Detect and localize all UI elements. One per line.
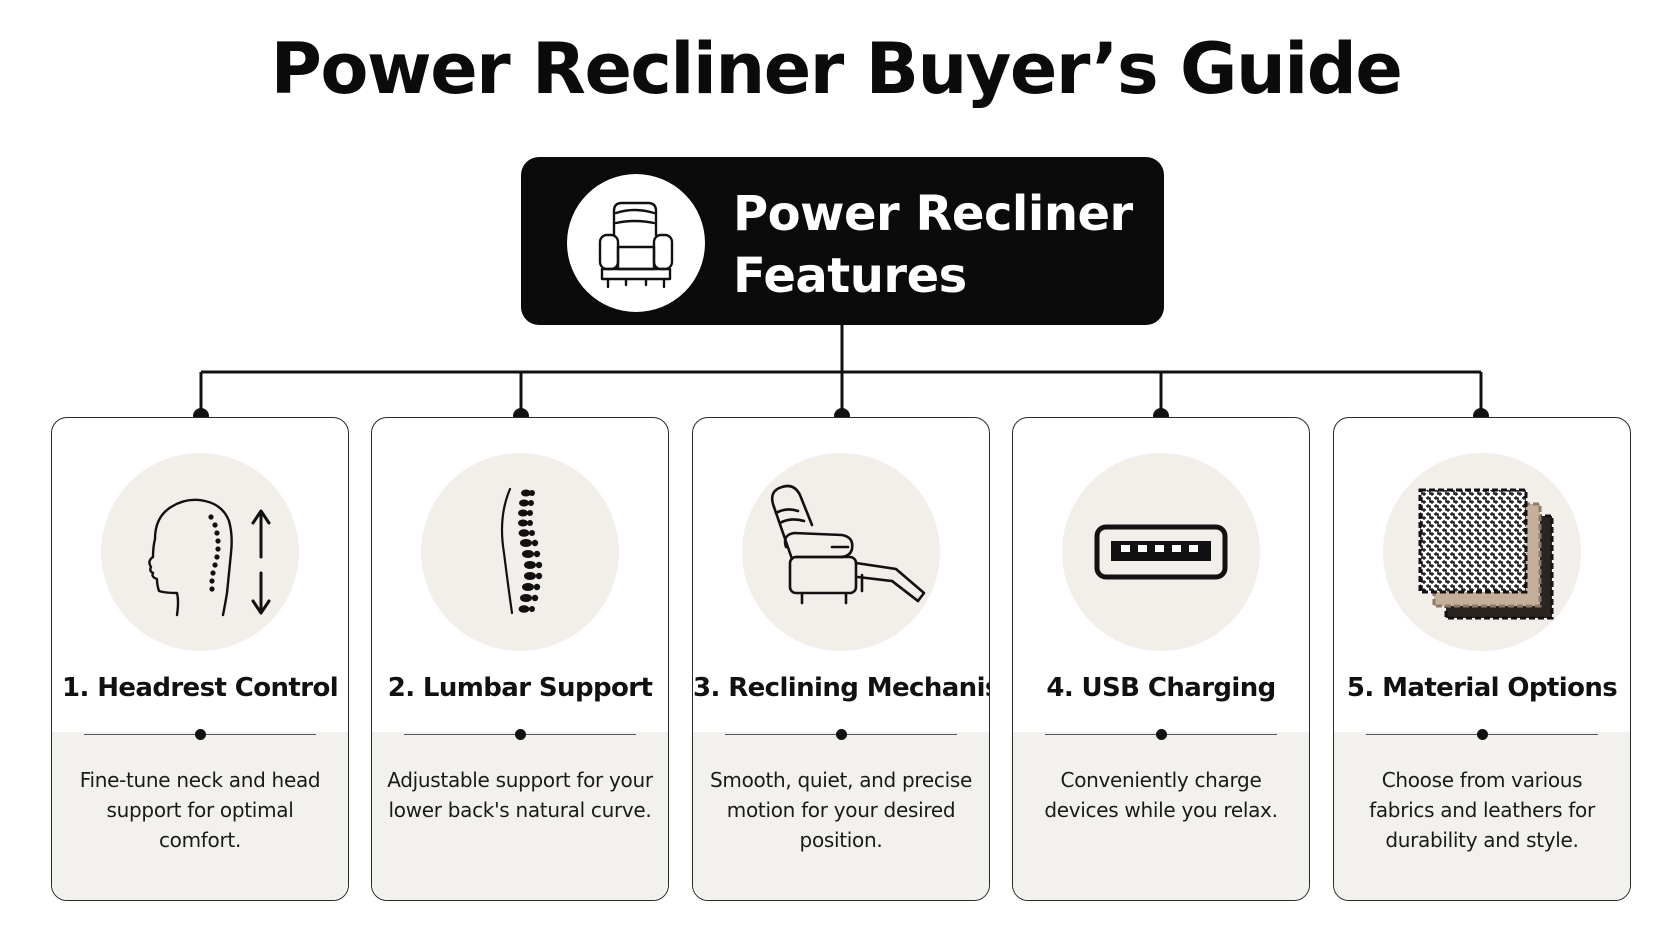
card-footer	[52, 732, 348, 900]
hub-icon-circle	[567, 174, 705, 312]
divider-dot	[1476, 729, 1488, 740]
head-profile-icon	[148, 498, 271, 617]
icon-circle	[1383, 453, 1581, 651]
card-footer	[693, 732, 989, 900]
feature-card-reclining: 3. Reclining Mechanism Smooth, quiet, an…	[692, 417, 990, 901]
card-description: Fine-tune neck and head support for opti…	[79, 768, 321, 852]
divider-dot	[1155, 729, 1167, 740]
icon-circle	[101, 453, 299, 651]
card-title: 3. Reclining Mechanism	[693, 673, 989, 703]
divider-dot	[194, 729, 206, 740]
card-description: Conveniently charge devices while you re…	[1044, 768, 1278, 822]
hub-title-line2: Features	[733, 248, 967, 304]
card-title: 2. Lumbar Support	[387, 673, 653, 703]
card-description: Choose from various fabrics and leathers…	[1369, 768, 1595, 852]
icon-circle	[1062, 453, 1260, 651]
card-title: 5. Material Options	[1346, 673, 1618, 703]
feature-card-lumbar: 2. Lumbar Support Adjustable support for…	[371, 417, 669, 901]
card-footer	[1334, 732, 1630, 900]
card-footer	[372, 732, 668, 900]
card-title: 4. USB Charging	[1046, 673, 1276, 703]
fabric-swatches-icon	[1418, 488, 1554, 620]
icon-circle	[742, 453, 940, 651]
hub-title-line1: Power Recliner	[733, 186, 1133, 242]
card-description: Smooth, quiet, and precise motion for yo…	[710, 768, 972, 852]
hub-title: Power Recliner Features	[733, 183, 1133, 307]
card-description: Adjustable support for your lower back's…	[387, 768, 653, 822]
icon-circle	[421, 453, 619, 651]
divider-dot	[514, 729, 526, 740]
hub-box: Power Recliner Features	[521, 157, 1164, 325]
feature-card-usb: 4. USB Charging Conveniently charge devi…	[1012, 417, 1310, 901]
card-footer	[1013, 732, 1309, 900]
armchair-icon	[598, 201, 674, 289]
feature-card-headrest: 1. Headrest Control Fine-tune neck and h…	[51, 417, 349, 901]
usb-port-icon	[1094, 524, 1228, 580]
page-title: Power Recliner Buyer’s Guide	[270, 28, 1403, 110]
divider-dot	[835, 729, 847, 740]
spine-icon	[500, 487, 543, 615]
reclined-chair-icon	[770, 484, 926, 605]
card-title: 1. Headrest Control	[61, 673, 339, 703]
feature-card-material: 5. Material Options Choose from various …	[1333, 417, 1631, 901]
